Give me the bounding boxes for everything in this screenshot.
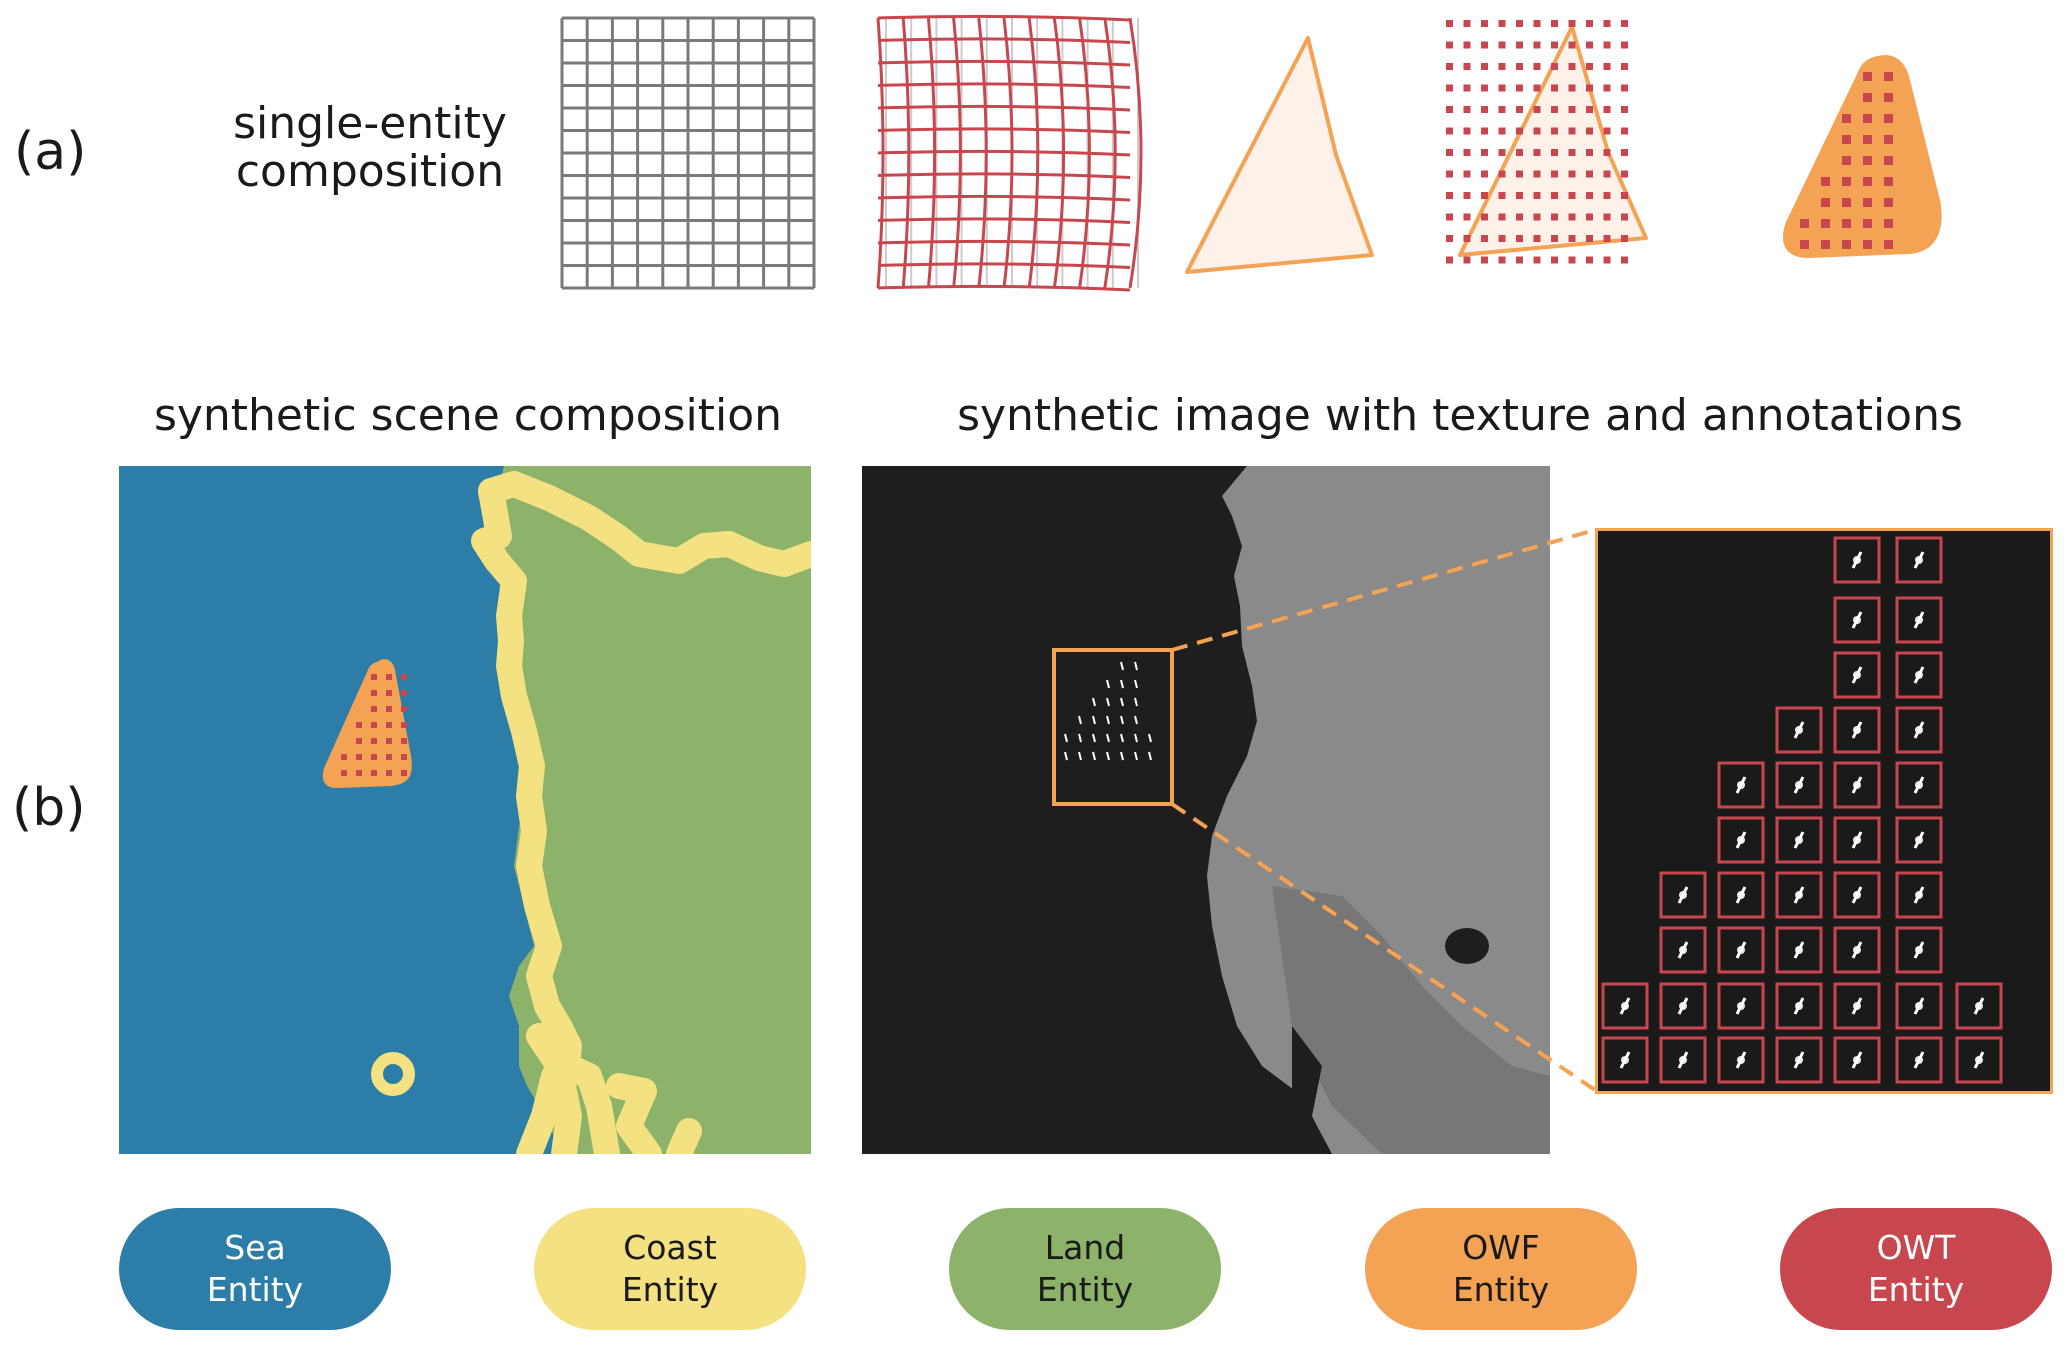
legend-label-line2: Entity <box>1867 1270 1965 1309</box>
warped-grid-icon <box>876 14 1143 292</box>
owt-bounding-boxes <box>1601 536 2003 1084</box>
polygon-icon <box>1185 36 1374 274</box>
panel-a-caption-line1: single-entity <box>233 98 507 149</box>
panel-a-steps <box>560 14 1942 292</box>
coastline-south <box>516 1023 702 1154</box>
panel-a-caption-line2: composition <box>235 146 505 197</box>
legend-label-line2: Entity <box>621 1270 719 1309</box>
panel-a-label: (a) <box>14 122 87 182</box>
panel-a-caption: single-entity composition <box>200 100 540 196</box>
legend-label-line1: Sea <box>224 1228 286 1267</box>
legend-label-line1: Coast <box>623 1228 717 1267</box>
legend-label-line1: OWT <box>1876 1228 1956 1267</box>
synthetic-sar-image <box>862 466 1550 1154</box>
owt-markers <box>341 674 407 776</box>
legend-label-line1: Land <box>1044 1228 1126 1267</box>
masked-dots-icon <box>1446 20 1648 264</box>
image-title: synthetic image with texture and annotat… <box>957 390 1963 441</box>
grid-icon <box>560 16 816 290</box>
legend-label-line2: Entity <box>206 1270 304 1309</box>
zoom-region <box>1052 648 1174 806</box>
legend-label-line2: Entity <box>1452 1270 1550 1309</box>
coastline-north <box>478 471 811 577</box>
turbine-signatures <box>1064 661 1152 761</box>
land-region <box>484 466 811 1154</box>
owf-blob-icon <box>1782 55 1942 258</box>
legend-label-line1: OWF <box>1462 1228 1540 1267</box>
scene-composition-map <box>119 466 811 1154</box>
island-ring <box>371 1052 415 1096</box>
scene-title: synthetic scene composition <box>153 390 783 441</box>
panel-b-label: (b) <box>12 778 86 838</box>
annotated-zoom-inset <box>1595 528 2053 1094</box>
legend-label-line2: Entity <box>1036 1270 1134 1309</box>
